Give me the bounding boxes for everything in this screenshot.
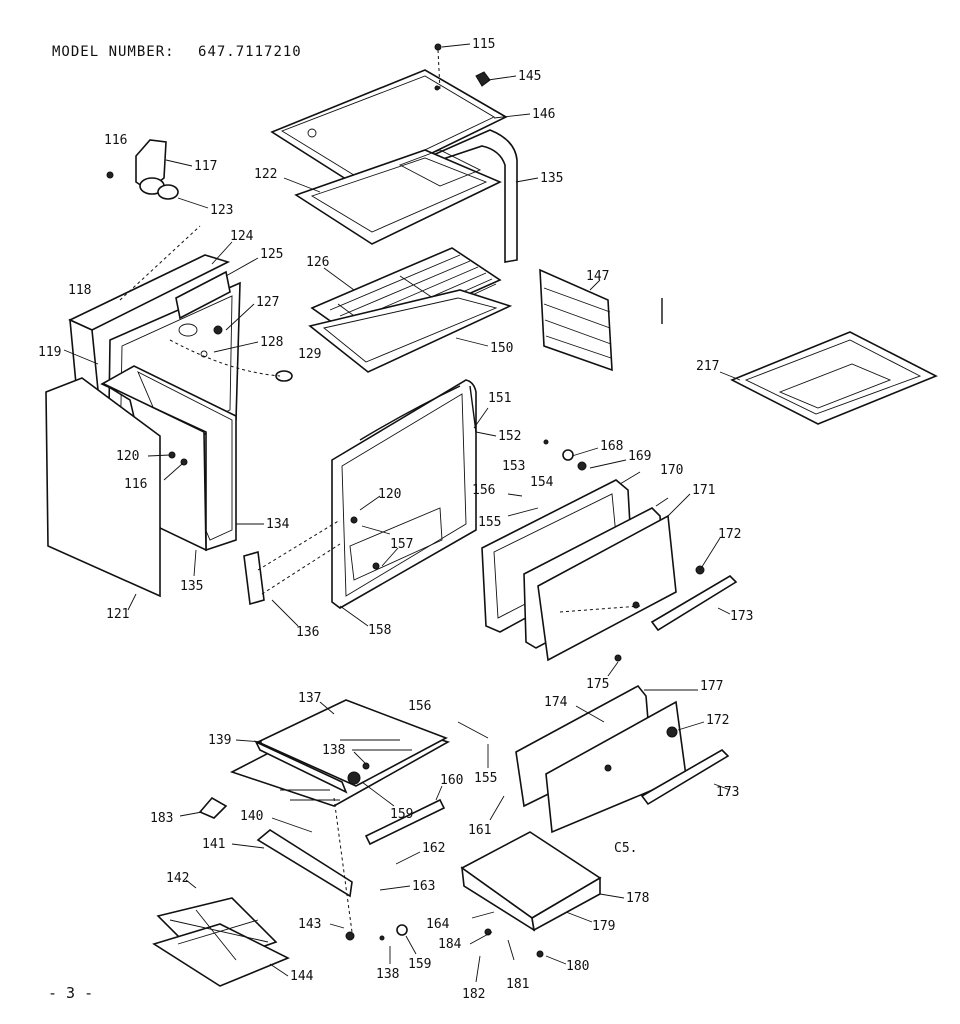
callout-141: 141 bbox=[202, 837, 225, 852]
callout-138: 138 bbox=[322, 743, 345, 758]
callout-128: 128 bbox=[260, 335, 283, 350]
rack-guides-147 bbox=[539, 268, 663, 372]
callout-159: 159 bbox=[390, 807, 413, 822]
callout-156: 156 bbox=[408, 699, 431, 714]
callout-217: 217 bbox=[696, 359, 719, 374]
callout-116: 116 bbox=[104, 133, 127, 148]
callout-183: 183 bbox=[150, 811, 173, 826]
callout-147: 147 bbox=[586, 269, 609, 284]
callout-117: 117 bbox=[194, 159, 217, 174]
callout-124: 124 bbox=[230, 229, 254, 244]
model-number: 647.7117210 bbox=[198, 44, 302, 60]
callout-136: 136 bbox=[296, 625, 319, 640]
oven-bottom-150 bbox=[308, 289, 513, 373]
callout-138: 138 bbox=[376, 967, 399, 982]
callout-121: 121 bbox=[106, 607, 129, 622]
manifold-141 bbox=[256, 797, 355, 941]
callout-135: 135 bbox=[540, 171, 563, 186]
callout-178: 178 bbox=[626, 891, 649, 906]
screw-115 bbox=[434, 43, 442, 91]
callout-157: 157 bbox=[390, 537, 413, 552]
flue-117 bbox=[106, 139, 179, 200]
callout-174: 174 bbox=[544, 695, 568, 710]
callout-126: 126 bbox=[306, 255, 329, 270]
callout-135: 135 bbox=[180, 579, 203, 594]
callout-180: 180 bbox=[566, 959, 589, 974]
callout-162: 162 bbox=[422, 841, 445, 856]
bracket-183 bbox=[198, 796, 228, 819]
callout-142: 142 bbox=[166, 871, 189, 886]
callout-155: 155 bbox=[474, 771, 497, 786]
callout-122: 122 bbox=[254, 167, 277, 182]
model-header: MODEL NUMBER: 647.7117210 bbox=[52, 44, 316, 60]
callout-173: 173 bbox=[716, 785, 739, 800]
callout-144: 144 bbox=[290, 969, 314, 984]
door-frame-158 bbox=[331, 379, 477, 609]
leader-lines bbox=[63, 43, 741, 983]
callout-163: 163 bbox=[412, 879, 435, 894]
callout-137: 137 bbox=[298, 691, 321, 706]
page-number: - 3 - bbox=[48, 984, 94, 1002]
callout-139: 139 bbox=[208, 733, 231, 748]
model-label: MODEL NUMBER: bbox=[52, 44, 175, 60]
callout-175: 175 bbox=[586, 677, 609, 692]
callout-181: 181 bbox=[506, 977, 529, 992]
callout-127: 127 bbox=[256, 295, 279, 310]
callout-172: 172 bbox=[706, 713, 729, 728]
callout-145: 145 bbox=[518, 69, 541, 84]
callout-120: 120 bbox=[116, 449, 139, 464]
side-panel-121 bbox=[45, 377, 188, 598]
callout-155: 155 bbox=[478, 515, 501, 530]
callout-129: 129 bbox=[298, 347, 321, 362]
callout-134: 134 bbox=[266, 517, 290, 532]
callout-168: 168 bbox=[600, 439, 623, 454]
callout-161: 161 bbox=[468, 823, 491, 838]
callout-170: 170 bbox=[660, 463, 683, 478]
callout-153: 153 bbox=[502, 459, 525, 474]
callout-123: 123 bbox=[210, 203, 233, 218]
callout-labels: 115 145 146 135 122 116 117 123 124 125 … bbox=[38, 37, 753, 1002]
drawer-door-177 bbox=[515, 654, 730, 834]
callout-164: 164 bbox=[426, 917, 450, 932]
callout-160: 160 bbox=[440, 773, 463, 788]
callout-177: 177 bbox=[700, 679, 723, 694]
callout-150: 150 bbox=[490, 341, 513, 356]
callout-125: 125 bbox=[260, 247, 283, 262]
control-panel-137 bbox=[229, 699, 451, 846]
callout-172: 172 bbox=[718, 527, 741, 542]
callout-171: 171 bbox=[692, 483, 715, 498]
callout-146: 146 bbox=[532, 107, 555, 122]
callout-169: 169 bbox=[628, 449, 651, 464]
hinge-136 bbox=[243, 519, 341, 606]
callout-118: 118 bbox=[68, 283, 91, 298]
callout-143: 143 bbox=[298, 917, 321, 932]
broiler-pan-217 bbox=[730, 331, 938, 425]
callout-159: 159 bbox=[408, 957, 431, 972]
callout-115: 115 bbox=[472, 37, 495, 52]
clip-145 bbox=[475, 71, 491, 87]
callout-151: 151 bbox=[488, 391, 511, 406]
callout-119: 119 bbox=[38, 345, 61, 360]
callout-154: 154 bbox=[530, 475, 554, 490]
callout-173: 173 bbox=[730, 609, 753, 624]
callout-179: 179 bbox=[592, 919, 615, 934]
drip-tray-142 bbox=[152, 897, 290, 987]
callout-156: 156 bbox=[472, 483, 495, 498]
callout-152: 152 bbox=[498, 429, 521, 444]
callout-140: 140 bbox=[240, 809, 263, 824]
burner-box-135 bbox=[294, 129, 518, 263]
storage-drawer-178 bbox=[379, 831, 602, 958]
corner-code: C5. bbox=[614, 841, 637, 856]
door-assembly bbox=[481, 439, 738, 662]
callout-158: 158 bbox=[368, 623, 391, 638]
callout-184: 184 bbox=[438, 937, 462, 952]
callout-120: 120 bbox=[378, 487, 401, 502]
callout-182: 182 bbox=[462, 987, 485, 1002]
callout-116: 116 bbox=[124, 477, 147, 492]
